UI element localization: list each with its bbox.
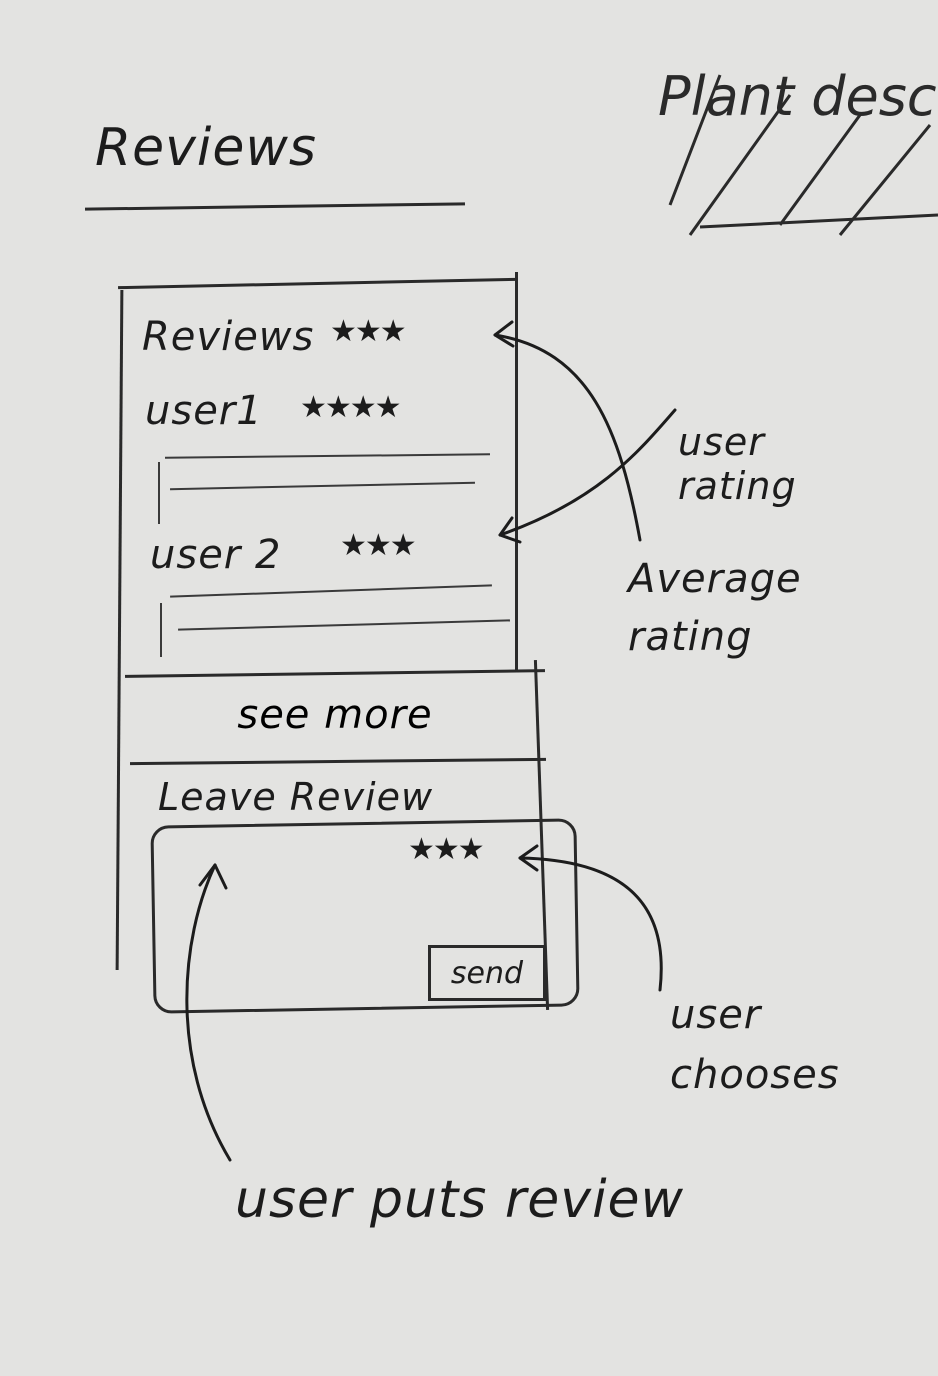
review-text-placeholder-line [164, 453, 491, 459]
review-text-placeholder-line [170, 481, 475, 491]
review-text-marker [158, 462, 160, 524]
see-more-button[interactable]: see more [130, 676, 540, 754]
phone-frame-top [118, 277, 516, 290]
send-button[interactable]: send [428, 945, 546, 1001]
crossed-out-corner-note: Plant descript [658, 65, 938, 236]
leave-review-label: Leave Review [158, 775, 434, 819]
phone-frame-left [115, 289, 124, 971]
reviews-heading: Reviews [142, 314, 315, 360]
annotation-user-puts-review: user puts review [235, 1170, 685, 1230]
annotation-average-rating: Average rating [628, 556, 802, 660]
review-text-placeholder-line [178, 619, 510, 631]
title-underline [84, 202, 466, 211]
annotation-user-rating: user rating [678, 420, 797, 508]
corner-note-text: Plant descript [658, 65, 938, 128]
review-user-name: user 2 [150, 532, 282, 578]
arrow-to-user-rating [498, 408, 677, 537]
annotation-user-chooses: user chooses [670, 992, 840, 1098]
rating-picker-stars[interactable]: ★★★ [408, 832, 485, 867]
review-text-marker [160, 603, 162, 657]
review-text-placeholder-line [170, 584, 492, 598]
page-title: Reviews [95, 118, 317, 178]
review-user-rating-stars: ★★★ [340, 528, 417, 563]
review-user-name: user1 [145, 388, 263, 434]
average-rating-stars: ★★★ [330, 314, 407, 349]
phone-frame-right [515, 272, 518, 672]
section-divider [129, 757, 547, 766]
review-user-rating-stars: ★★★★ [300, 390, 402, 425]
